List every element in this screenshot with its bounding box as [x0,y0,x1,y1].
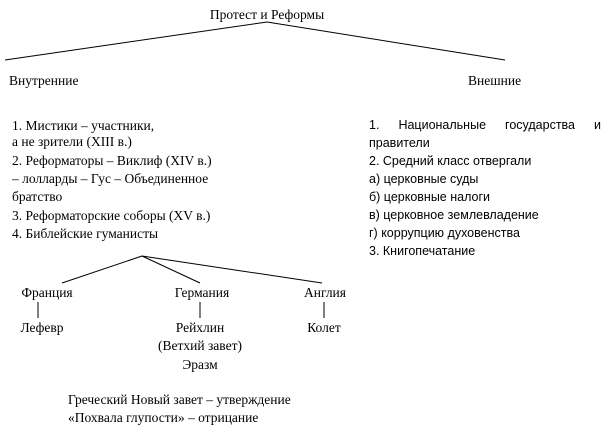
note-greek-new-testament: Греческий Новый завет – утверждение [68,392,291,407]
external-item1-word: государства [505,118,575,132]
connector-humanists-france [61,255,143,284]
external-line-3: 2. Средний класс отвергали [369,154,532,168]
country-england: Англия [304,285,346,300]
right-branch-label: Внешние [468,73,522,88]
external-item1-word: 1. [369,118,380,132]
left-branch-label: Внутренние [9,73,79,88]
external-item1-word: и [594,118,601,132]
external-item1-word: Национальные [398,118,487,132]
internal-line-7: 4. Библейские гуманисты [12,226,159,241]
country-france: Франция [21,285,73,300]
external-line-8: 3. Книгопечатание [369,244,476,258]
humanist-reuchlin-note: (Ветхий завет) [158,338,242,353]
internal-line-1: 1. Мистики – участники, [12,118,155,133]
internal-line-2: а не зрители (XIII в.) [12,134,132,149]
internal-line-4: – лолларды – Гус – Объединенное [12,171,209,186]
connector-root-right [266,21,506,61]
humanist-lefevre: Лефевр [20,320,64,335]
humanist-reuchlin: Рейхлин [175,320,225,335]
external-line-6: в) церковное землевладение [369,208,539,222]
external-line-2: правители [369,136,430,150]
internal-line-6: 3. Реформаторские соборы (XV в.) [12,208,211,223]
humanist-erasmus: Эразм [182,357,218,372]
humanist-colet: Колет [307,320,341,335]
external-line-7: г) коррупцию духовенства [369,226,520,240]
internal-line-5: братство [12,189,63,204]
internal-line-3: 2. Реформаторы – Виклиф (XIV в.) [12,153,212,168]
root-node: Протест и Реформы [209,7,325,22]
external-line-1: 1. Национальные государства и [369,117,601,133]
connector-humanists-germany [141,255,201,284]
country-germany: Германия [174,285,230,300]
external-line-4: а) церковные суды [369,172,479,186]
note-praise-of-folly: «Похвала глупости» – отрицание [68,410,259,425]
connector-humanists-england [141,255,323,284]
connector-root-left [4,21,268,61]
external-line-5: б) церковные налоги [369,190,491,204]
